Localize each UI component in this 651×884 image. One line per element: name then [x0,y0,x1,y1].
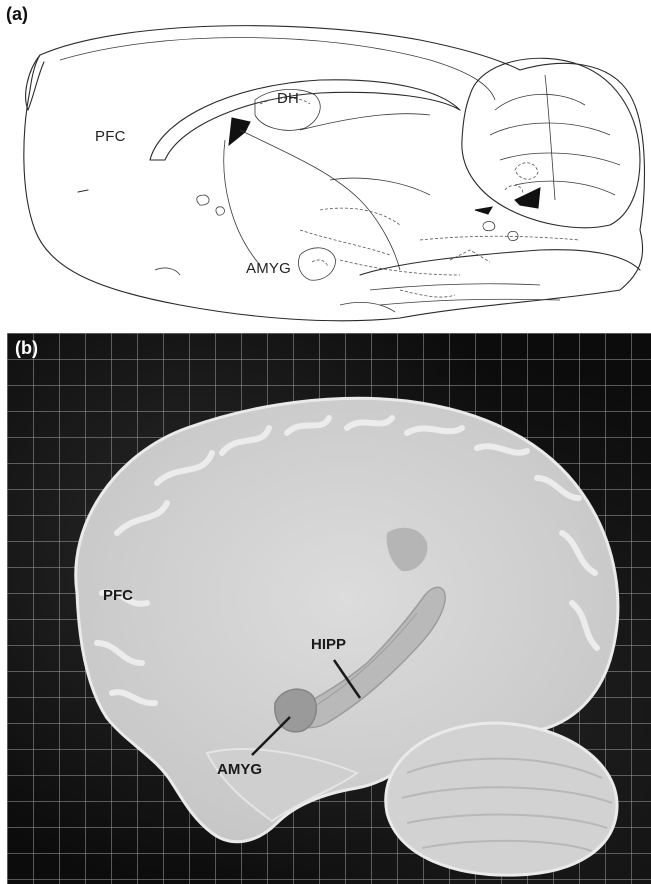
label-hipp-b: HIPP [311,636,346,653]
label-amyg-a: AMYG [246,260,291,277]
panel-a-rat-brain-diagram: (a) PFC DH AMYG [0,0,651,330]
corpus-callosum [150,80,460,160]
panel-a-label: (a) [6,4,28,25]
label-amyg-b: AMYG [217,761,262,778]
label-pfc-b: PFC [103,587,133,604]
brainstem [360,250,640,275]
cerebellum [386,723,617,875]
lateral-ventricle [229,118,250,145]
aqueduct [515,188,540,208]
amygdala-region [298,248,335,280]
label-dh-a: DH [277,90,299,107]
label-pfc-a: PFC [95,128,126,145]
panel-b-human-mri: (b) PFC HIPP AMYG [7,333,651,884]
panel-b-label: (b) [15,338,38,359]
brain-outline [24,26,645,321]
fourth-ventricle [475,207,492,214]
human-brain-sagittal-mri [7,333,651,884]
rat-brain-sagittal-drawing [0,0,651,330]
